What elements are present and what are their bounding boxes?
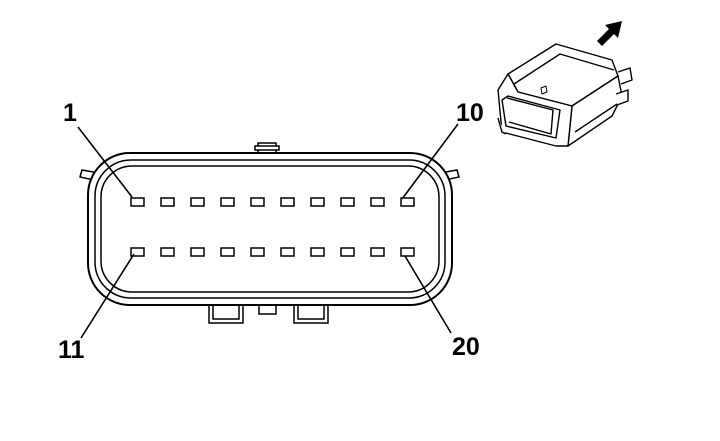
terminal-pin-5	[250, 197, 265, 207]
terminal-pin-10	[400, 197, 415, 207]
terminal-pin-20	[400, 247, 415, 257]
terminal-pin-3	[190, 197, 205, 207]
leader-line-pin-10	[401, 123, 459, 200]
leader-line-pin-1	[77, 126, 133, 198]
housing-middle-edge	[94, 159, 446, 299]
terminal-pin-1	[130, 197, 145, 207]
terminal-pin-19	[370, 247, 385, 257]
terminal-pin-18	[340, 247, 355, 257]
terminal-pin-2	[160, 197, 175, 207]
pin-label-20: 20	[452, 333, 480, 361]
terminal-pin-15	[250, 247, 265, 257]
pin-label-10: 10	[456, 99, 484, 127]
terminal-pin-14	[220, 247, 235, 257]
pin-label-11: 11	[58, 336, 85, 364]
connector-housing	[87, 152, 453, 306]
terminal-pin-13	[190, 247, 205, 257]
terminal-pin-16	[280, 247, 295, 257]
leader-lines	[77, 123, 459, 339]
leader-line-pin-20	[404, 255, 452, 334]
terminal-pin-12	[160, 247, 175, 257]
terminal-pin-11	[130, 247, 145, 257]
terminal-pin-4	[220, 197, 235, 207]
terminal-pin-9	[370, 197, 385, 207]
leader-line-pin-11	[80, 253, 135, 339]
terminal-pins	[130, 197, 415, 257]
pin-label-1: 1	[63, 99, 77, 127]
housing-outer-edge	[87, 152, 453, 306]
terminal-pin-17	[310, 247, 325, 257]
terminal-pin-8	[340, 197, 355, 207]
housing-inner-edge	[100, 165, 440, 293]
arrow-up-right-icon	[597, 21, 622, 46]
connector-3d-view-icon	[497, 43, 633, 147]
terminal-pin-7	[310, 197, 325, 207]
terminal-pin-6	[280, 197, 295, 207]
